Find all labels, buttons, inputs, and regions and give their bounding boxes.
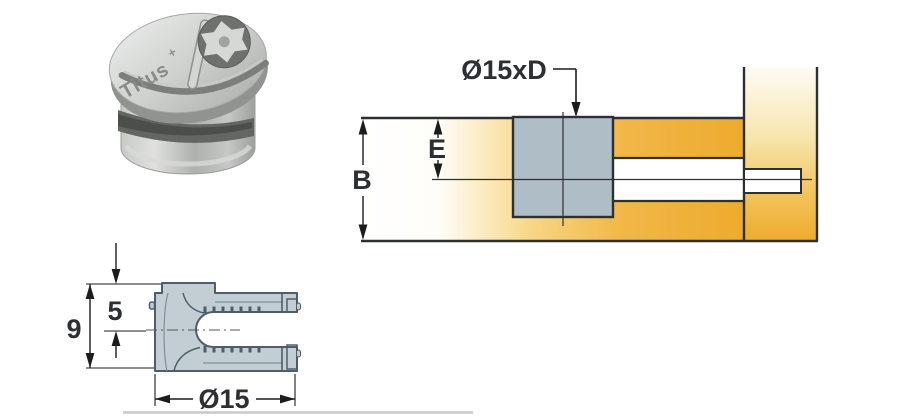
top-pin-bump: [296, 302, 301, 311]
inner-contour-top: [182, 292, 205, 314]
b-arrow-down-icon: [358, 224, 368, 240]
vertical-board: [745, 68, 817, 241]
hole-center-distance-label: E: [428, 134, 446, 164]
dia-arrow-right-icon: [280, 394, 295, 404]
inner-contour-bottom: [173, 346, 201, 372]
installation-drawing: Ø15xD B E: [352, 55, 819, 243]
cam-rim-highlight: [123, 144, 253, 167]
nine-arrow-up-icon: [85, 284, 95, 299]
e-arrow-down-icon: [433, 163, 443, 179]
cam-track-groove: [118, 59, 269, 95]
cam-height-label: 9: [66, 314, 81, 344]
e-arrow-up-icon: [433, 119, 443, 135]
five-arrow-up-icon: [111, 331, 121, 346]
slot-serrations-top: [203, 306, 261, 313]
slot-serrations-bottom: [203, 346, 261, 353]
b-arrow-up-icon: [358, 119, 368, 135]
inner-contour-left: [163, 292, 169, 372]
hole-size-label: Ø15xD: [461, 55, 547, 85]
left-rib-bump: [148, 301, 156, 310]
dia-arrow-left-icon: [155, 394, 170, 404]
bottom-pin-bump: [296, 349, 301, 358]
product-photo: Titus +: [108, 12, 269, 175]
cam-slot-shadow: [118, 110, 254, 143]
cam-body-section: [154, 282, 298, 372]
cam-top-disc: Titus +: [108, 12, 269, 124]
hole-leader-arrow-icon: [571, 102, 581, 117]
cam-section-drawing: 9 5 Ø15: [66, 243, 301, 414]
nine-arrow-down-icon: [85, 353, 95, 368]
cam-axis-offset-label: 5: [107, 296, 122, 326]
pilot-hole: [743, 168, 802, 194]
cam-slot-shadow-core: [118, 114, 252, 136]
torx-center: [218, 36, 230, 48]
board-thickness-label: B: [352, 165, 372, 195]
cam-diameter-label: Ø15: [198, 384, 249, 414]
five-arrow-down-icon: [111, 269, 121, 284]
